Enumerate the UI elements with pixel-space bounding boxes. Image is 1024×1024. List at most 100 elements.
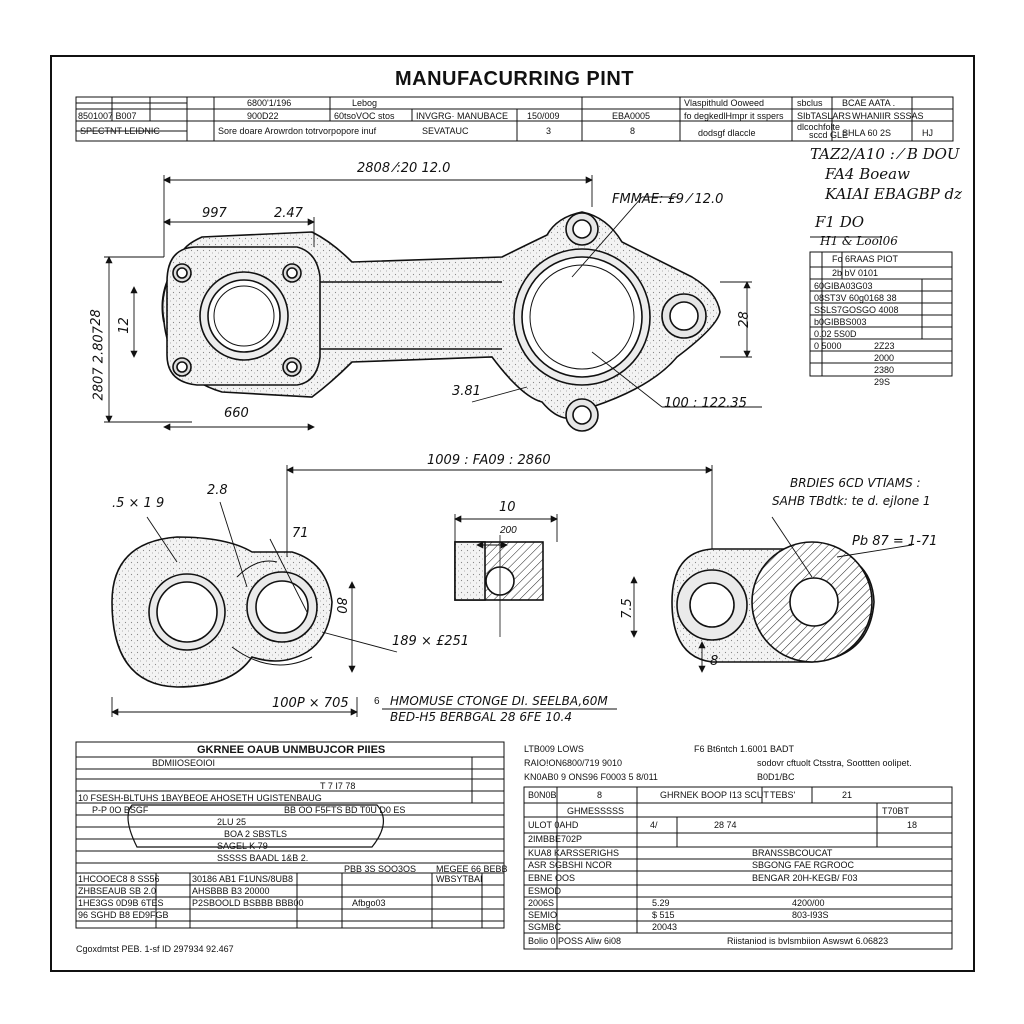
br-cell: BRANSSBCOUCAT [752,848,833,858]
tb-cell: 150/009 [527,111,560,121]
note-line-2: BED-H5 BERBGAL 28 6FE 10.4 [390,710,572,724]
tb-cell: dlcochfolte [797,122,841,132]
dim-12: 12 [116,317,132,334]
tb-cell: dodsgf dlaccle [698,128,756,138]
tb-cell: Vlaspithuld Ooweed [684,98,765,108]
br-cell: 28 74 [714,820,737,830]
br-cell: GHMESSSSS [567,806,625,816]
bl-cell: 1HCOOEC8 8 SS56 [78,874,160,884]
dim-75: 7.5 [619,598,635,619]
bl-cell: 1HE3GS 0D9B 6TES [78,898,164,908]
br-cell: ESMOD [528,886,562,896]
dim-section-200: 200 [500,525,517,536]
br-cell: EBNE OOS [528,873,576,883]
bl-cell: BB OO F5FTS BD T0U D0 ES [284,805,406,815]
br-cell: ULOT 0AHD [528,820,579,830]
dim-mid-overall: 1009 : FA09 : 2860 [427,453,551,468]
parts-cell: 0 5000 [814,341,842,351]
br-head: sodovr cftuolt Ctsstra, Soottten oolipet… [757,758,912,768]
bl-cell: 96 SGHD B8 ED9FGB [78,910,169,920]
br-cell: 4/ [650,820,658,830]
tb-cell: fo degkedlHmpr it sspers [684,111,784,121]
section-view-dimensions [454,514,558,549]
br-cell: ASR SGBSHI NCOR [528,860,613,870]
br-cell: Riistaniod is bvlsmbiion Aswswt 6.06823 [727,936,889,946]
dim-247: 2.47 [274,206,303,221]
bottom-left-table-grid [75,741,505,929]
technical-drawing [75,96,954,950]
br-cell: KUA8 KARSSERIGHS [528,848,620,858]
note-tr-3: KAIAI EBAGBP dz [825,185,963,203]
dim-pb: Pb 87 = 1-71 [852,534,938,549]
bl-cell: PBB 3S SOO3OS [344,864,417,874]
note-tr-1: TAZ2/A10 : ⁄ B DOU [810,145,960,163]
br-cell: Bolio 0 POSS Aliw 6i08 [528,936,622,946]
tb-cell: 6800'1/196 [247,98,292,108]
br-head: F6 Bt6ntch 1.6001 BADT [694,744,795,754]
dim-100p: 100P × 705 [272,696,349,711]
bl-cell: 2LU 25 [217,817,247,827]
dim-381: 3.81 [452,384,481,399]
bl-cell: P2SBOOLD BSBBB BBB00 [192,898,304,908]
br-cell: SBGONG FAE RGROOC [752,860,855,870]
br-cell: SGMBC [528,922,562,932]
tb-cell: HJ [922,128,933,138]
dim-997: 997 [202,206,227,221]
note-tr-2: FA4 Boeaw [825,165,910,183]
br-cell: 4200/00 [792,898,825,908]
bl-cell: AHSBBB B3 20000 [192,886,270,896]
dim-section-10: 10 [499,500,516,515]
dim-top-overall: 2808 ⁄:20 12.0 [357,161,451,176]
dim-frame-label: FMMAE: £9 ⁄ 12.0 [612,192,724,207]
bl-cell: T 7 I7 78 [320,781,356,791]
br-cell: 21 [842,790,853,800]
tb-cell: 8 [630,126,636,136]
dim-28-left: 28 [88,309,104,326]
br-cell: B0N0B [528,790,557,800]
bl-cell: P-P 0O BSGF [92,805,149,815]
br-cell: BENGAR 20H-KEGB/ F03 [752,873,858,883]
bl-cell: BDMIIOSEOIOI [152,758,216,768]
bl-cell: WBSYTBAI [436,874,483,884]
section-view-part [454,535,544,637]
tb-cell: 3 [546,126,552,136]
br-cell: 8 [597,790,603,800]
br-head: KN0AB0 9 ONS96 F0003 5 8/011 [524,772,658,782]
dim-660: 660 [224,406,249,421]
br-cell: GHRNEK BOOP I13 SCUT [660,790,769,800]
tb-cell: SPECTNT LEIDNIC [80,126,160,136]
bl-cell: SAGEL K 79 [217,841,268,851]
bl-cell: 30186 AB1 F1UNS/8UB8 [192,874,294,884]
bl-cell: SSSSS BAADL 1&B 2. [217,853,309,863]
drawing-title: MANUFACURRING PINT [395,68,634,90]
parts-cell: SSLS7GOSGO 4008 [814,305,899,315]
tb-cell: EBA0005 [612,111,651,121]
br-head: B0D1/BC [757,772,795,782]
br-cell: 5.29 [652,898,670,908]
bl-cell: ZHBSEAUB SB 2.0 [78,886,157,896]
tb-cell: SHLA 60 2S [842,128,892,138]
bl-footer: Cgoxdmtst PEB. 1-sf ID 297934 92.467 [76,944,234,954]
br-cell: TEBS' [770,790,796,800]
tb-cell: SEVATAUC [422,126,469,136]
parts-cell: 2Z23 [874,341,895,351]
dim-2807: 2807 2.807 [91,326,107,401]
bl-cell: MEGEE 66 BEBB [436,864,508,874]
tb-cell: WHANIIR SSSAS [852,111,924,121]
dim-189: 189 × £251 [392,634,470,649]
tb-cell: SIbTASLARS [797,111,851,121]
dim-28-mid: 2.8 [207,483,228,498]
tb-cell: sccd GLE [809,130,849,140]
dim-8: 8 [710,654,719,669]
parts-cell: Fo 6RAAS PIOT [832,254,899,264]
br-cell: T70BT [882,806,910,816]
title-block-grid [75,96,954,142]
bl-cell: Afbgo03 [352,898,386,908]
note-tr-5: H1 & Lool06 [820,234,898,248]
note-tr-4: F1 DO [815,213,865,231]
parts-cell: 08ST3V 60g0168 38 [814,293,897,303]
br-cell: $ 515 [652,910,675,920]
bl-cell: BOA 2 SBSTLS [224,829,288,839]
dim-80: 80 [332,597,348,614]
bottom-right-table-grid [523,786,953,950]
